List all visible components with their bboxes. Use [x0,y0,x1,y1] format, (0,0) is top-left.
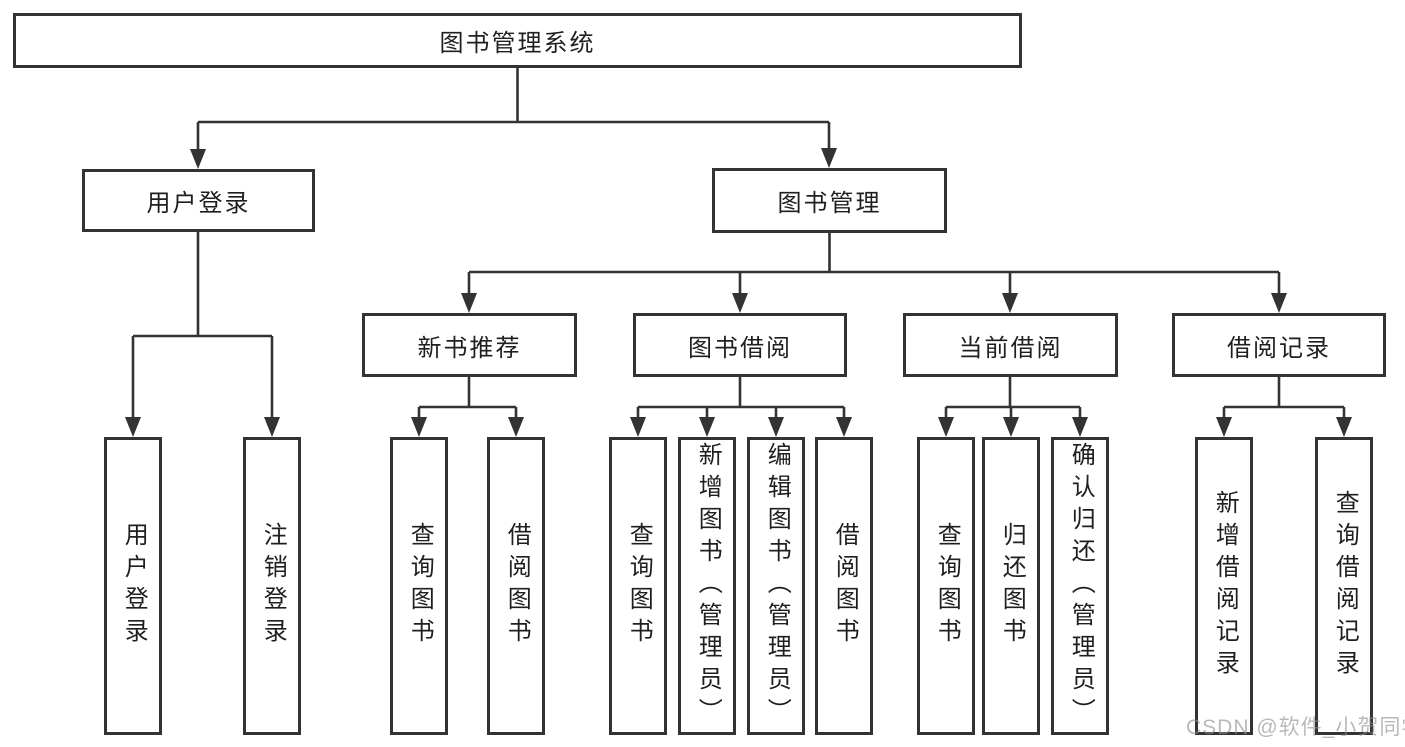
leaf-query-books-current: 查询图书 [917,437,975,735]
node-label: 查询图书 [406,522,434,650]
arrowhead [630,417,646,437]
node-current-borrowing: 当前借阅 [903,313,1118,377]
arrowhead [732,293,748,313]
node-label: 当前借阅 [958,334,1063,362]
node-label: 借阅图书 [831,522,859,650]
node-label: 查询图书 [625,522,653,650]
node-new-book-recommend: 新书推荐 [362,313,577,377]
arrowhead [836,417,852,437]
connector-current-borrowing-subtree [938,377,1088,437]
node-label: 确认归还（管理员） [1067,442,1095,730]
node-label: 用户登录 [120,522,148,650]
arrowhead [264,417,280,437]
arrowhead [938,417,954,437]
connector-book-management-to-level3 [461,233,1287,313]
node-label: 图书管理 [777,190,882,217]
node-label: 查询图书 [933,522,961,650]
arrowhead [768,417,784,437]
leaf-return-books: 归还图书 [982,437,1040,735]
node-label: 注销登录 [259,522,287,650]
leaf-borrow-books-borrowing: 借阅图书 [815,437,873,735]
node-label: 新书推荐 [417,334,522,362]
arrowhead [1336,417,1352,437]
node-label: 新增图书（管理员） [694,442,722,730]
node-book-borrowing: 图书借阅 [633,313,847,377]
csdn-watermark: CSDN @软件_小贺同学 [1186,716,1405,739]
arrowhead [190,149,206,169]
node-label: 编辑图书（管理员） [763,442,791,730]
arrowhead [1216,417,1232,437]
leaf-user-login: 用户登录 [104,437,162,735]
leaf-confirm-return-admin: 确认归还（管理员） [1051,437,1109,735]
connector-root-to-level2 [190,68,837,169]
node-borrow-records: 借阅记录 [1172,313,1386,377]
node-label: 图书管理系统 [439,30,596,57]
leaf-query-books-recommend: 查询图书 [390,437,448,735]
node-label: 新增借阅记录 [1211,490,1239,682]
leaf-add-borrow-record: 新增借阅记录 [1195,437,1253,735]
connector-user-login-subtree [125,232,280,437]
leaf-logout-login: 注销登录 [243,437,301,735]
leaf-borrow-books-recommend: 借阅图书 [487,437,545,735]
arrowhead [1003,417,1019,437]
arrowhead [508,417,524,437]
connector-book-borrowing-subtree [630,377,852,437]
leaf-edit-books-admin: 编辑图书（管理员） [747,437,805,735]
leaf-query-borrow-record: 查询借阅记录 [1315,437,1373,735]
arrowhead [1002,293,1018,313]
node-label: 归还图书 [998,522,1026,650]
arrowhead [1072,417,1088,437]
arrowhead [821,148,837,168]
node-label: 借阅图书 [503,522,531,650]
connector-borrow-records-subtree [1216,377,1352,437]
arrowhead [461,293,477,313]
node-library-management-system: 图书管理系统 [13,13,1022,68]
node-label: 查询借阅记录 [1331,490,1359,682]
leaf-query-books-borrowing: 查询图书 [609,437,667,735]
node-label: 借阅记录 [1227,334,1331,362]
node-label: 用户登录 [146,190,251,217]
connector-new-book-recommend-subtree [411,377,524,437]
node-book-management-group: 图书管理 [712,168,947,233]
node-label: 图书借阅 [688,334,792,362]
arrowhead [125,417,141,437]
arrowhead [699,417,715,437]
node-user-login-group: 用户登录 [82,169,315,232]
leaf-add-books-admin: 新增图书（管理员） [678,437,736,735]
arrowhead [1271,293,1287,313]
arrowhead [411,417,427,437]
